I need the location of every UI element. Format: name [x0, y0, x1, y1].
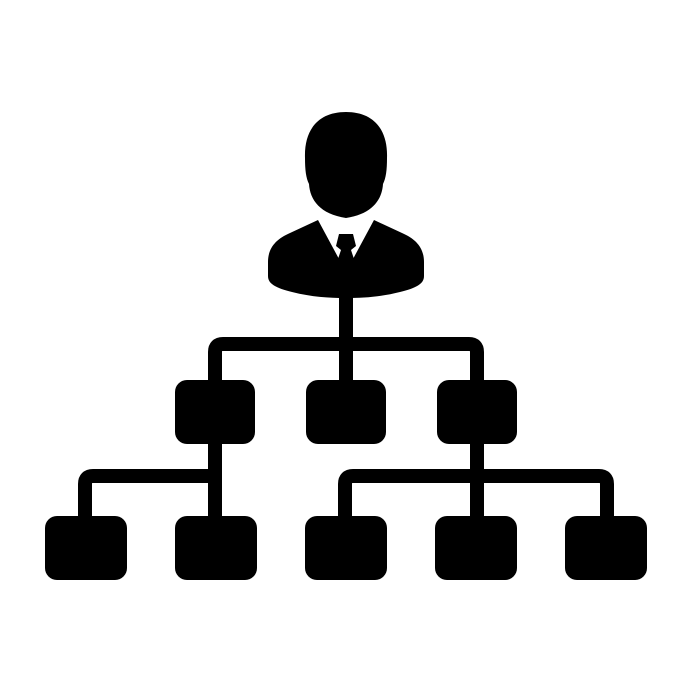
level1-nodes — [175, 380, 517, 444]
right-children-bar — [338, 469, 614, 520]
level1-node-left — [175, 380, 255, 444]
level2-nodes — [45, 516, 647, 580]
person-tie — [335, 234, 357, 278]
level2-node-1 — [45, 516, 127, 580]
connector-lines — [78, 296, 614, 520]
level2-node-4 — [435, 516, 517, 580]
level1-bar — [208, 337, 484, 384]
level2-node-3 — [305, 516, 387, 580]
level2-node-5 — [565, 516, 647, 580]
level1-node-right — [437, 380, 517, 444]
left-children-bar — [78, 469, 215, 520]
level2-node-2 — [175, 516, 257, 580]
person-head — [304, 112, 388, 218]
person-body — [268, 220, 424, 298]
manager-person-icon — [268, 112, 424, 298]
level1-node-center — [306, 380, 386, 444]
